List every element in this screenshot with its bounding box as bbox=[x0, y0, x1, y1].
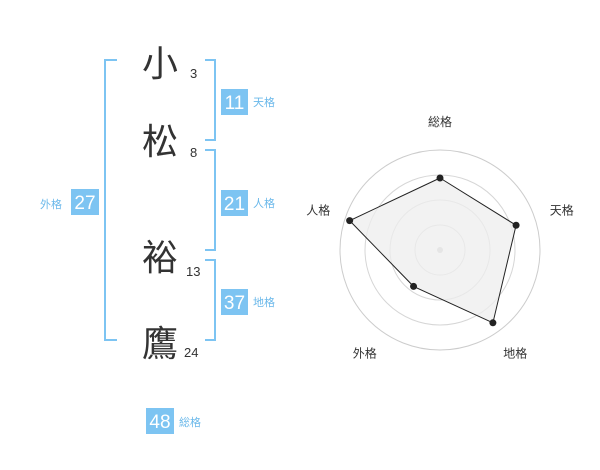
jinkaku-value: 21 bbox=[224, 194, 245, 215]
radar-axis-label-4: 外格 bbox=[353, 346, 377, 361]
tenkaku-bracket bbox=[205, 59, 216, 141]
name-char-3: 裕 bbox=[142, 238, 178, 279]
gaikaku-label: 外格 bbox=[40, 197, 62, 211]
stroke-count-3: 13 bbox=[186, 264, 200, 279]
soukaku-value: 48 bbox=[149, 412, 170, 433]
jinkaku-label: 人格 bbox=[253, 196, 275, 210]
gaikaku-badge bbox=[71, 189, 99, 215]
jinkaku-badge bbox=[221, 190, 248, 216]
chikaku-badge bbox=[221, 289, 248, 315]
radar-axis-label-1: 総格 bbox=[428, 114, 452, 129]
stroke-count-2: 8 bbox=[190, 145, 197, 160]
jinkaku-bracket bbox=[205, 149, 216, 251]
stroke-count-4: 24 bbox=[184, 345, 198, 360]
gaikaku-bracket bbox=[104, 59, 117, 341]
tenkaku-label: 天格 bbox=[253, 95, 275, 109]
soukaku-badge bbox=[146, 408, 174, 434]
radar-axis-label-3: 地格 bbox=[503, 346, 527, 361]
name-char-4: 鷹 bbox=[142, 324, 178, 365]
radar-point-3 bbox=[489, 319, 497, 327]
chikaku-bracket bbox=[205, 259, 216, 341]
chikaku-value: 37 bbox=[224, 293, 245, 314]
soukaku-label: 総格 bbox=[179, 415, 201, 429]
chikaku-label: 地格 bbox=[253, 295, 275, 309]
radar-series-polygon bbox=[348, 177, 517, 324]
radar-point-4 bbox=[410, 282, 418, 290]
tenkaku-value: 11 bbox=[225, 93, 245, 114]
radar-axis-label-5: 人格 bbox=[306, 202, 330, 217]
radar-point-2 bbox=[512, 221, 520, 229]
gaikaku-value: 27 bbox=[74, 193, 95, 214]
radar-point-5 bbox=[346, 217, 354, 225]
name-char-1: 小 bbox=[142, 44, 178, 85]
stroke-count-1: 3 bbox=[190, 66, 197, 81]
tenkaku-badge bbox=[221, 89, 248, 115]
radar-point-1 bbox=[436, 174, 444, 182]
name-char-2: 松 bbox=[142, 122, 178, 163]
radar-axis-label-2: 天格 bbox=[550, 202, 574, 217]
